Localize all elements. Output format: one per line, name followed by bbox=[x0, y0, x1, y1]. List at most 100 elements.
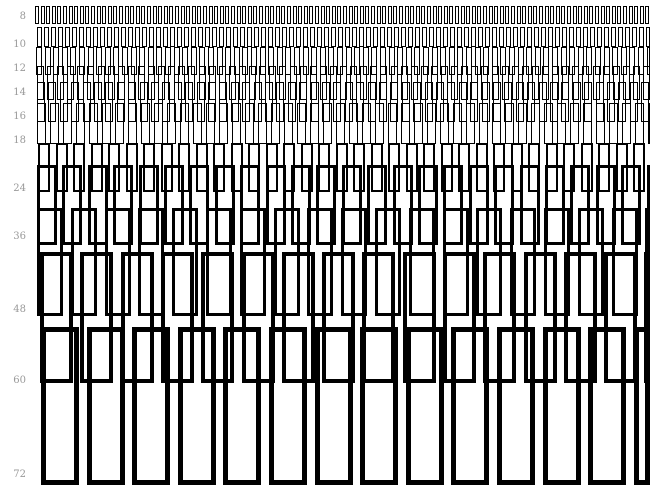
missing-glyph-box bbox=[382, 6, 386, 24]
missing-glyph-box bbox=[576, 27, 581, 47]
missing-glyph-box bbox=[588, 327, 626, 485]
missing-glyph-box bbox=[248, 6, 252, 24]
missing-glyph-box bbox=[517, 6, 521, 24]
missing-glyph-box bbox=[315, 327, 353, 485]
missing-glyph-box bbox=[141, 6, 145, 24]
missing-glyph-box bbox=[158, 6, 162, 24]
missing-glyph-box bbox=[550, 6, 554, 24]
missing-glyph-box bbox=[315, 6, 319, 24]
missing-glyph-box bbox=[154, 103, 163, 144]
missing-glyph-box bbox=[181, 6, 185, 24]
missing-glyph-box bbox=[74, 6, 78, 24]
missing-glyph-box bbox=[393, 165, 413, 245]
missing-glyph-box bbox=[640, 6, 644, 24]
missing-glyph-box bbox=[289, 27, 294, 47]
missing-glyph-box bbox=[320, 47, 326, 75]
missing-glyph-box bbox=[217, 47, 223, 75]
missing-glyph-box bbox=[533, 6, 537, 24]
missing-glyph-box bbox=[60, 82, 68, 122]
missing-glyph-box bbox=[586, 47, 592, 75]
missing-glyph-box bbox=[629, 6, 633, 24]
missing-glyph-box bbox=[406, 47, 412, 75]
missing-glyph-box bbox=[413, 82, 421, 122]
missing-glyph-box bbox=[69, 6, 73, 24]
missing-glyph-box bbox=[493, 82, 501, 122]
missing-glyph-box bbox=[206, 103, 215, 144]
size-label-24: 24 bbox=[13, 183, 26, 194]
missing-glyph-box bbox=[316, 165, 336, 245]
missing-glyph-box bbox=[225, 6, 229, 24]
missing-glyph-box bbox=[443, 252, 476, 383]
missing-glyph-box bbox=[88, 165, 108, 245]
missing-glyph-box bbox=[276, 82, 284, 122]
missing-glyph-box bbox=[71, 82, 79, 122]
missing-glyph-box bbox=[356, 82, 364, 122]
missing-glyph-box bbox=[80, 252, 113, 383]
size-label-48: 48 bbox=[13, 304, 26, 315]
missing-glyph-box bbox=[268, 27, 273, 47]
missing-glyph-box bbox=[371, 47, 377, 75]
missing-glyph-box bbox=[401, 103, 410, 144]
missing-glyph-box bbox=[511, 6, 515, 24]
missing-glyph-box bbox=[79, 27, 84, 47]
missing-glyph-box bbox=[119, 6, 123, 24]
missing-glyph-box bbox=[122, 47, 128, 75]
missing-glyph-box bbox=[142, 27, 147, 47]
missing-glyph-box bbox=[259, 6, 263, 24]
missing-glyph-box bbox=[500, 47, 506, 75]
missing-glyph-box bbox=[128, 82, 136, 122]
missing-glyph-box bbox=[121, 27, 126, 47]
missing-glyph-box bbox=[459, 82, 467, 122]
missing-glyph-box bbox=[138, 66, 145, 100]
missing-glyph-box bbox=[53, 47, 59, 75]
missing-glyph-box bbox=[114, 27, 119, 47]
missing-glyph-box bbox=[237, 6, 241, 24]
missing-glyph-box bbox=[548, 27, 553, 47]
missing-glyph-box bbox=[177, 27, 182, 47]
missing-glyph-box bbox=[307, 208, 333, 316]
missing-glyph-box bbox=[117, 82, 125, 122]
missing-glyph-box bbox=[149, 27, 154, 47]
missing-glyph-box bbox=[621, 47, 627, 75]
missing-glyph-box bbox=[482, 82, 490, 122]
missing-glyph-box bbox=[524, 252, 557, 383]
missing-glyph-box bbox=[189, 165, 209, 245]
missing-glyph-box bbox=[269, 327, 307, 485]
missing-glyph-box bbox=[425, 82, 433, 122]
missing-glyph-box bbox=[113, 6, 117, 24]
missing-glyph-box bbox=[298, 6, 302, 24]
missing-glyph-box bbox=[477, 6, 481, 24]
missing-glyph-box bbox=[209, 6, 213, 24]
missing-glyph-box bbox=[219, 27, 224, 47]
missing-glyph-box bbox=[282, 252, 315, 383]
missing-glyph-box bbox=[557, 103, 566, 144]
missing-glyph-box bbox=[185, 82, 193, 122]
missing-glyph-box bbox=[464, 27, 469, 47]
missing-glyph-box bbox=[618, 27, 623, 47]
missing-glyph-box bbox=[466, 47, 472, 75]
missing-glyph-box bbox=[328, 47, 334, 75]
missing-glyph-box bbox=[641, 82, 649, 122]
missing-glyph-box bbox=[105, 208, 131, 316]
missing-glyph-box bbox=[443, 165, 463, 245]
missing-glyph-box bbox=[346, 47, 352, 75]
missing-glyph-box bbox=[366, 27, 371, 47]
missing-glyph-box bbox=[147, 6, 151, 24]
missing-glyph-box bbox=[57, 6, 61, 24]
missing-glyph-box bbox=[290, 66, 297, 100]
missing-glyph-box bbox=[128, 27, 133, 47]
missing-glyph-box bbox=[597, 27, 602, 47]
missing-glyph-box bbox=[461, 6, 465, 24]
missing-glyph-box bbox=[489, 6, 493, 24]
missing-glyph-box bbox=[102, 6, 106, 24]
missing-glyph-box bbox=[606, 6, 610, 24]
missing-glyph-box bbox=[162, 82, 170, 122]
missing-glyph-box bbox=[483, 47, 489, 75]
missing-glyph-box bbox=[629, 47, 635, 75]
missing-glyph-box bbox=[596, 165, 616, 245]
missing-glyph-box bbox=[229, 66, 236, 100]
missing-glyph-box bbox=[371, 6, 375, 24]
missing-glyph-box bbox=[233, 27, 238, 47]
